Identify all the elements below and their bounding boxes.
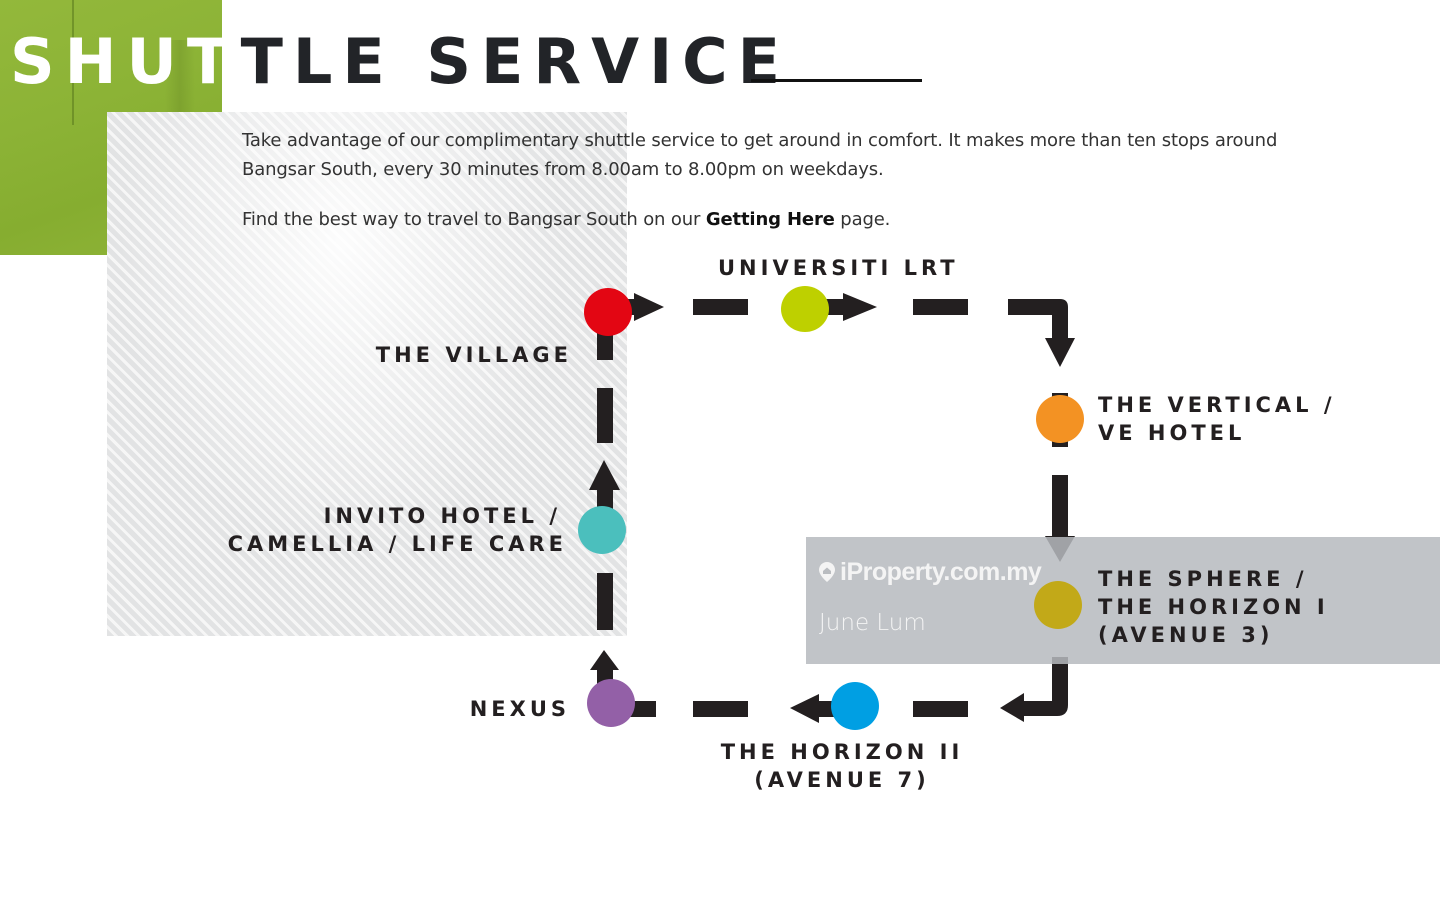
location-pin-icon <box>819 562 835 582</box>
route-dash <box>1052 475 1068 538</box>
watermark-brand-text: iProperty.com.my <box>840 558 1042 586</box>
page-title: SHUTTLE SERVICE <box>10 22 790 102</box>
stop-label-line: NEXUS <box>469 697 570 721</box>
arrow-right-icon <box>634 293 664 321</box>
stop-label-line: CAMELLIA / LIFE CARE <box>227 532 567 556</box>
stop-label-line: VE HOTEL <box>1098 421 1246 445</box>
stop-label-line: THE HORIZON II <box>720 740 964 764</box>
watermark-overlay <box>806 537 1440 664</box>
stop-label-nexus: NEXUS <box>470 695 570 723</box>
route-dash <box>913 701 968 717</box>
route-dash <box>597 388 613 443</box>
getting-here-link[interactable]: Getting Here <box>705 209 835 230</box>
stop-dots <box>578 286 1084 730</box>
stop-label-universiti-lrt: UNIVERSITI LRT <box>718 254 959 282</box>
page-title-rest: TLE SERVICE <box>240 25 790 98</box>
route-dash <box>913 299 968 315</box>
stop-label-line: UNIVERSITI LRT <box>718 256 959 280</box>
watermark-brand: iProperty.com.my <box>818 558 1042 587</box>
page-title-highlight: SHUT <box>10 25 241 98</box>
arrow-up-icon <box>589 460 620 490</box>
stop-label-line: (AVENUE 7) <box>754 768 930 792</box>
stop-label-the-vertical: THE VERTICAL / VE HOTEL <box>1098 391 1336 447</box>
stop-dot-universiti-lrt <box>781 286 829 332</box>
arrow-right-icon <box>843 293 877 321</box>
arrow-left-icon <box>1000 693 1024 722</box>
getting-here-text-after: page. <box>834 209 891 230</box>
stop-label-line: THE SPHERE / <box>1098 567 1308 591</box>
route-dash <box>693 701 748 717</box>
title-underline-rule <box>751 79 922 82</box>
stop-label-line: (AVENUE 3) <box>1098 623 1274 647</box>
route-dash <box>597 573 613 630</box>
arrow-down-icon <box>1045 338 1075 367</box>
stop-dot-nexus <box>587 679 635 727</box>
stop-label-invito-hotel: INVITO HOTEL / CAMELLIA / LIFE CARE <box>228 502 567 558</box>
watermark-agent-name: June Lum <box>819 610 926 636</box>
arrow-up-icon <box>590 650 619 670</box>
decorative-striped-panel <box>107 112 627 636</box>
stop-dot-the-village <box>584 288 632 336</box>
arrow-left-icon <box>790 694 819 723</box>
getting-here-paragraph: Find the best way to travel to Bangsar S… <box>242 205 890 234</box>
getting-here-text-before: Find the best way to travel to Bangsar S… <box>242 209 706 230</box>
stop-dot-the-horizon-ii <box>831 682 879 730</box>
stop-label-line: THE VILLAGE <box>375 343 572 367</box>
stop-label-line: INVITO HOTEL / <box>323 504 561 528</box>
route-dash <box>597 330 613 360</box>
corner-arrow-down-icon <box>1008 299 1068 340</box>
stop-label-the-village: THE VILLAGE <box>376 341 572 369</box>
stop-label-the-sphere: THE SPHERE / THE HORIZON I (AVENUE 3) <box>1098 565 1329 649</box>
route-dash <box>693 299 748 315</box>
corner-arrow-left-icon <box>1022 657 1068 716</box>
stop-dot-the-vertical <box>1036 395 1084 443</box>
stop-label-line: THE HORIZON I <box>1098 595 1329 619</box>
route-dash <box>825 299 845 315</box>
stop-label-the-horizon-ii: THE HORIZON II (AVENUE 7) <box>718 738 966 794</box>
intro-paragraph: Take advantage of our complimentary shut… <box>242 130 1278 180</box>
stop-label-line: THE VERTICAL / <box>1098 393 1336 417</box>
stop-dot-invito-hotel <box>578 506 626 554</box>
